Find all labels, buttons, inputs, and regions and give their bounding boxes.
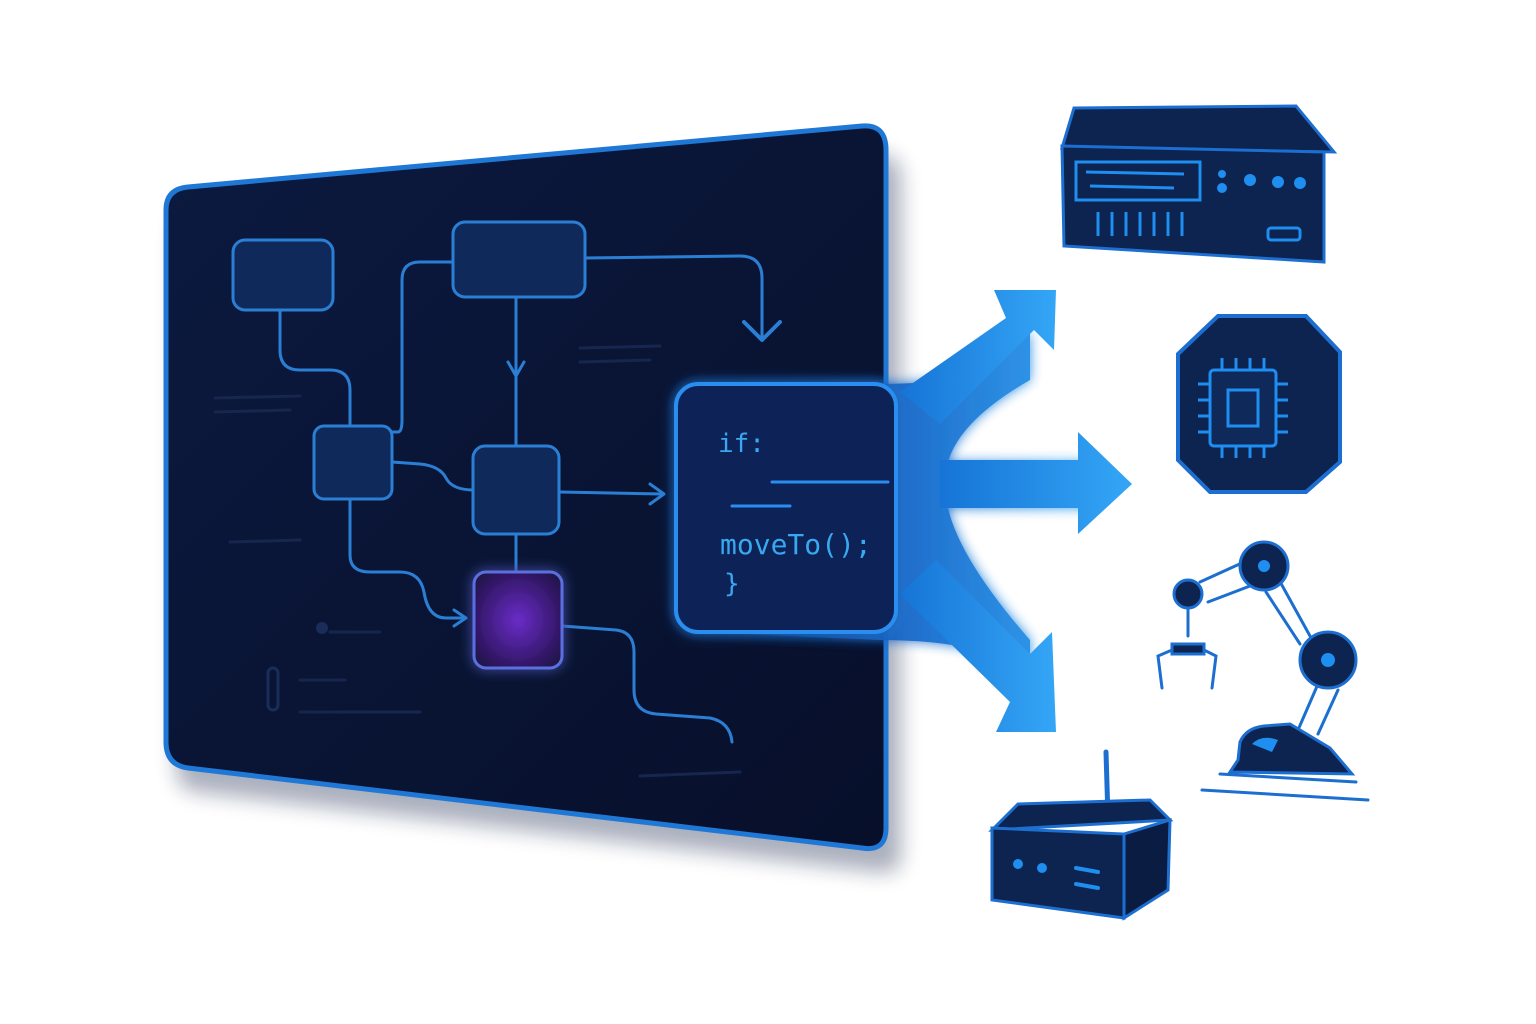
server-vents [1096,212,1184,236]
router-port-2 [1074,882,1100,890]
server-panel-line-1 [1085,170,1185,176]
arm-link-middle-2 [1264,590,1302,646]
workflow-panel [163,123,901,873]
router-led-2 [1037,863,1047,873]
flow-node-a [231,238,335,312]
connector-b-to-code [582,254,764,340]
arm-joint-wrist [1172,578,1204,610]
connector-a-to-c [278,308,352,430]
connector-e-out [560,624,734,744]
arm-base-plate [1218,772,1358,784]
arm-base-top [1252,737,1278,752]
arm-floor-line [1200,788,1370,802]
code-line-brace: } [724,569,740,599]
server-leds [1217,170,1306,193]
flow-connectors [278,254,764,744]
microchip-icon [1176,314,1342,494]
arrowhead-right-code [648,482,666,506]
output-arrows [900,290,1132,732]
connector-d-to-code [558,490,664,496]
code-line-moveto: moveTo(); [720,528,872,561]
arm-link-lower [1296,682,1320,732]
router-led-1 [1013,859,1023,869]
router-front [990,826,1126,920]
router-box-icon [988,749,1174,921]
router-side [1122,817,1172,921]
arrow-right [940,432,1132,534]
server-panel-line-2 [1089,184,1175,190]
flow-node-d [471,444,561,536]
chip-pins [1198,358,1288,458]
arm-link-lower-2 [1316,688,1340,736]
server-slot [1266,226,1302,242]
arm-link-upper-2 [1206,584,1252,604]
arrowhead-down-code [742,320,782,342]
arrowhead-down-b [506,360,526,378]
arrow-down-right [900,560,1056,732]
server-rack-icon [1059,104,1338,264]
code-line-if: if: [718,429,765,459]
router-port-1 [1074,866,1100,874]
arrowhead-right-e [452,608,468,628]
arm-link-upper [1198,560,1246,584]
robotic-arm-icon [1156,540,1370,802]
connector-c-to-e [348,498,468,620]
router-top [988,798,1174,832]
arm-joint-elbow-hub [1321,653,1335,667]
arrow-up-right [900,290,1056,424]
panel-faint-dot [316,622,328,634]
arm-joint-top-hub [1258,560,1270,572]
code-card [674,382,898,634]
flow-node-c [312,424,394,501]
server-panel [1074,160,1202,202]
flow-arrowheads [452,320,782,628]
flow-node-b [451,220,587,299]
server-top [1059,104,1338,154]
flow-node-e-highlighted [472,570,564,670]
connector-c-to-b [388,260,457,434]
arm-base-housing [1227,722,1356,776]
chip-core [1226,388,1260,428]
code-distribution: if: moveTo(); } [674,290,1132,732]
panel-faint-lines [213,344,742,778]
arm-link-middle [1276,576,1312,638]
arm-gripper-base [1170,642,1206,656]
arm-gripper-left [1156,648,1174,690]
arm-gripper-right [1202,648,1218,690]
flow-nodes [231,220,587,670]
panel-faint-bar [266,666,280,712]
connector-c-to-d [390,460,476,492]
chip-body [1208,368,1278,448]
